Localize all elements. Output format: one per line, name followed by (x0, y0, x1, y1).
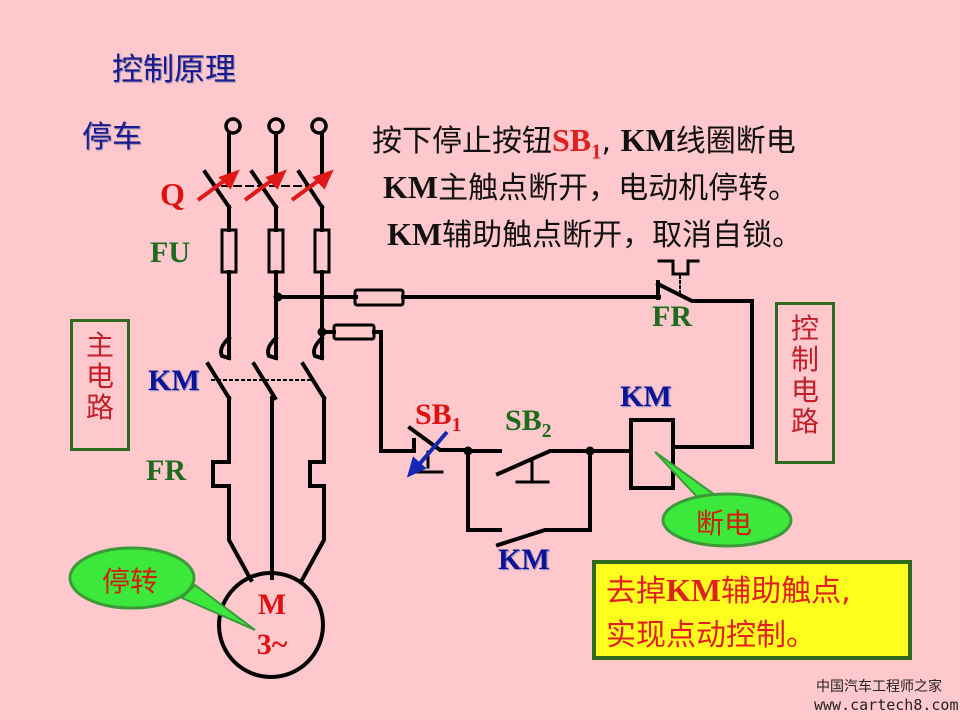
fuse-fu-1 (220, 228, 238, 274)
main-circuit-char: 电 (85, 360, 114, 393)
wire-l1-km-fr (211, 396, 254, 583)
q-arrow-head-3 (312, 169, 334, 190)
km-coil (629, 418, 675, 490)
note-line-1: 去掉KM辅助触点, (606, 568, 908, 614)
sb1-ref: SB (552, 122, 592, 158)
explanation-line-2: KM主触点断开，电动机停转。 (383, 163, 798, 207)
note-line-1-prefix: 去掉 (606, 574, 666, 609)
explanation-km-1: KM (620, 122, 676, 158)
explanation-line-3-suffix: 辅助触点断开，取消自锁。 (442, 218, 803, 253)
sb1-press-arrow-head (406, 456, 427, 478)
km-main-blade-3 (300, 361, 327, 401)
km-contact-hook-2 (265, 335, 279, 361)
km-aux-contact (495, 449, 592, 548)
label-sb1: SB1 (415, 398, 461, 437)
main-circuit-char: 主 (85, 329, 114, 362)
explanation-sb1: SB1 (552, 122, 602, 163)
label-fr-control: FR (652, 300, 692, 333)
callout-coil-off-tail (654, 451, 726, 501)
explanation-line-1-prefix: 按下停止按钮 (372, 124, 552, 159)
control-fuse-1 (353, 288, 405, 307)
junction-l3 (317, 327, 327, 337)
switch-q-blade-1 (202, 169, 232, 210)
sb2-contact (495, 449, 592, 477)
page-title: 控制原理 (112, 52, 236, 88)
fr-contact (655, 280, 754, 449)
label-fr-main: FR (146, 454, 186, 487)
fr-actuator (657, 259, 700, 276)
control-circuit-char: 制 (790, 343, 819, 376)
note-line-1-suffix: 辅助触点, (721, 574, 851, 609)
separator: , (601, 124, 612, 159)
terminal-l2 (267, 117, 285, 135)
callout-motor-stop (68, 546, 196, 610)
q-arrow-head-2 (265, 169, 287, 190)
q-arrow-head-1 (218, 169, 240, 190)
label-sb2-text: SB (505, 404, 542, 437)
note-line-2: 实现点动控制。 (606, 618, 816, 653)
label-sb1-sub: 1 (451, 415, 462, 436)
explanation-line-2-suffix: 主触点断开，电动机停转。 (438, 171, 799, 206)
label-fu: FU (150, 236, 190, 269)
control-circuit-box: 控 制 电 路 (775, 302, 835, 464)
watermark-url: www.cartech8.com (814, 696, 959, 714)
sb1-ref-sub: 1 (591, 140, 602, 164)
callout-coil-off-text: 断电 (696, 507, 753, 540)
control-wire-down (372, 330, 416, 453)
callout-coil-off (661, 492, 793, 548)
fuse-fu-3 (313, 228, 331, 274)
junction-sb1 (463, 446, 473, 456)
terminal-l1 (224, 117, 242, 135)
explanation-km-2: KM (383, 169, 439, 205)
km-contact-hook-1 (218, 335, 232, 361)
switch-q-blade-3 (296, 169, 325, 210)
wire-l3-km-fr (299, 396, 326, 583)
sb2-actuator (515, 460, 550, 484)
control-circuit-char: 电 (790, 374, 819, 407)
motor-phase-label: 3~ (256, 628, 288, 661)
km-contact-hook-3 (311, 335, 325, 361)
label-km-aux: KM (498, 543, 550, 576)
label-sb2: SB2 (505, 404, 551, 443)
junction-l2 (273, 292, 283, 302)
km-aux-branch (466, 449, 502, 532)
control-fuse-2 (332, 323, 376, 341)
label-q: Q (160, 176, 185, 212)
explanation-line-1: 按下停止按钮SB1, KM线圈断电 (372, 116, 796, 164)
terminal-l3 (310, 117, 328, 135)
label-km-coil: KM (620, 380, 672, 413)
switch-q-blade-2 (249, 169, 279, 210)
main-circuit-box: 主 电 路 (70, 319, 130, 451)
watermark-name: 中国汽车工程师之家 (816, 679, 942, 695)
note-km: KM (666, 572, 722, 608)
label-sb2-sub: 2 (541, 421, 552, 442)
explanation-line-1-suffix: 线圈断电 (675, 124, 796, 159)
sb1-contact (407, 425, 470, 453)
control-circuit-char: 路 (790, 405, 819, 438)
explanation-km-3: KM (387, 216, 443, 252)
explanation-line-3: KM辅助触点断开，取消自锁。 (387, 210, 802, 254)
km-main-blade-2 (251, 361, 278, 401)
motor-symbol (217, 571, 325, 679)
fuse-fu-2 (267, 228, 285, 274)
junction-sb2 (585, 446, 595, 456)
motor-label: M (257, 588, 287, 621)
control-circuit-char: 控 (790, 312, 819, 345)
main-circuit-char: 路 (85, 391, 114, 424)
label-sb1-text: SB (415, 398, 452, 431)
section-title: 停车 (82, 120, 142, 155)
label-km-main: KM (148, 364, 200, 397)
callout-motor-stop-text: 停转 (102, 565, 159, 598)
note-box: 去掉KM辅助触点, 实现点动控制。 (592, 560, 912, 660)
